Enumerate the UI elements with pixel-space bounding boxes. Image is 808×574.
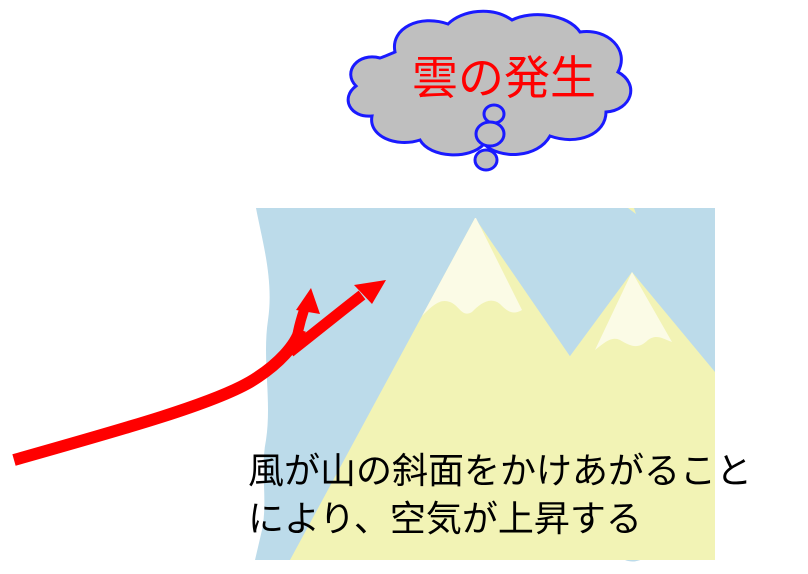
caption: 風が山の斜面をかけあがること により、空気が上昇する [248,448,752,544]
mountain-front [290,218,665,560]
cloud-trail-medium [474,120,506,148]
peak-marker [628,208,636,214]
wind-arrow-head-left [296,288,320,314]
cloud-shape [346,9,633,157]
wind-arrow-shaft [12,327,306,466]
snow-cap-back [595,272,672,350]
cloud-label: 雲の発生 [412,51,596,105]
snow-cap-front [422,218,522,316]
wind-arrow-branch-right [286,290,366,357]
cloud-trail-small [482,103,506,125]
cloud-bubble: 雲の発生 [346,9,633,172]
mountains [290,208,715,560]
caption-line-2: により、空気が上昇する [248,499,642,540]
wind-arrow-head-right [354,280,386,304]
caption-line-1: 風が山の斜面をかけあがること [248,451,753,492]
wind-arrow [12,280,386,466]
cloud-trail-large [473,148,499,172]
